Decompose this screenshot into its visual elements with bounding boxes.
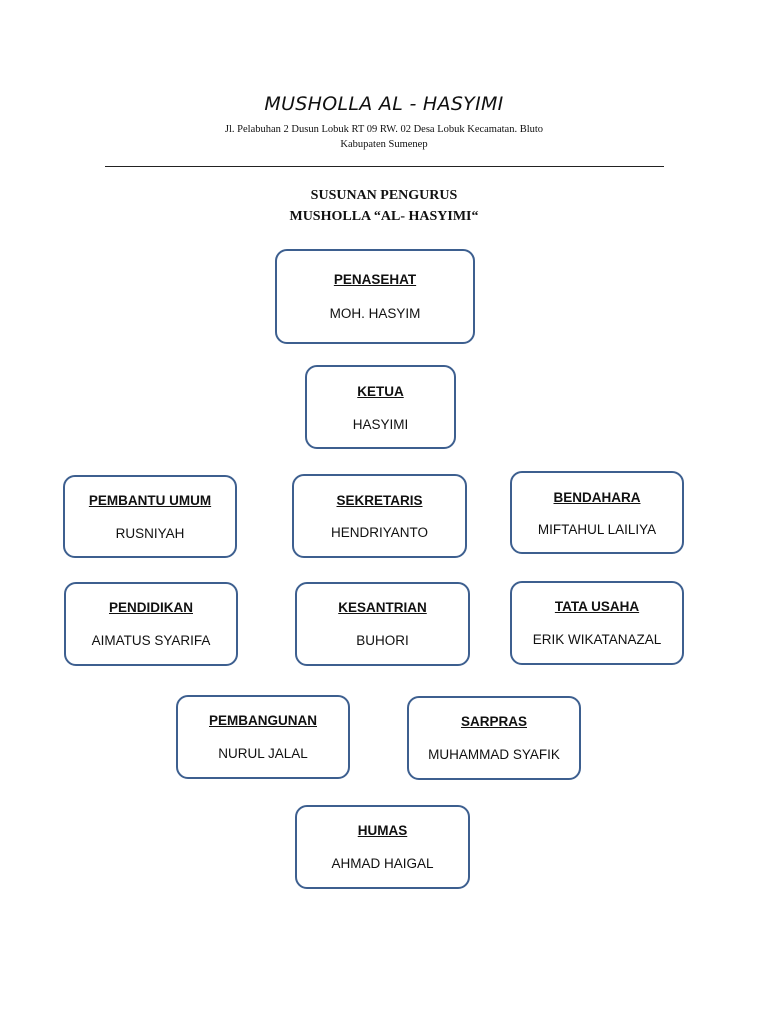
role-label-kesantrian: KESANTRIAN bbox=[338, 600, 427, 615]
box-bendahara: BENDAHARA MIFTAHUL LAILIYA bbox=[510, 471, 684, 554]
role-label-pembangunan: PEMBANGUNAN bbox=[209, 713, 317, 728]
box-tata-usaha: TATA USAHA ERIK WIKATANAZAL bbox=[510, 581, 684, 665]
document-title-line-2: MUSHOLLA “AL- HASYIMI“ bbox=[289, 209, 479, 224]
address-line-1: Jl. Pelabuhan 2 Dusun Lobuk RT 09 RW. 02… bbox=[224, 124, 544, 135]
box-pembangunan: PEMBANGUNAN NURUL JALAL bbox=[176, 695, 350, 779]
person-name-sekretaris: HENDRIYANTO bbox=[330, 525, 428, 540]
person-name-ketua: HASYIMI bbox=[352, 417, 409, 432]
role-label-ketua: KETUA bbox=[357, 384, 404, 399]
box-pembantu-umum: PEMBANTU UMUM RUSNIYAH bbox=[63, 475, 237, 558]
role-label-pendidikan: PENDIDIKAN bbox=[108, 600, 193, 615]
person-name-humas: AHMAD HAIGAL bbox=[331, 856, 434, 871]
person-name-pembantu-umum: RUSNIYAH bbox=[115, 526, 185, 541]
box-pendidikan: PENDIDIKAN AIMATUS SYARIFA bbox=[64, 582, 238, 666]
person-name-pembangunan: NURUL JALAL bbox=[218, 746, 308, 761]
person-name-pendidikan: AIMATUS SYARIFA bbox=[91, 633, 211, 648]
role-label-tata-usaha: TATA USAHA bbox=[554, 599, 640, 614]
person-name-bendahara: MIFTAHUL LAILIYA bbox=[537, 522, 657, 537]
person-name-penasehat: MOH. HASYIM bbox=[329, 306, 421, 321]
organization-address: Jl. Pelabuhan 2 Dusun Lobuk RT 09 RW. 02… bbox=[184, 122, 584, 152]
document-title-line-1: SUSUNAN PENGURUS bbox=[310, 188, 458, 203]
address-line-2: Kabupaten Sumenep bbox=[340, 139, 428, 150]
box-humas: HUMAS AHMAD HAIGAL bbox=[295, 805, 470, 889]
person-name-sarpras: MUHAMMAD SYAFIK bbox=[428, 747, 560, 762]
role-label-penasehat: PENASEHAT bbox=[333, 272, 417, 287]
box-ketua: KETUA HASYIMI bbox=[305, 365, 456, 449]
role-label-pembantu-umum: PEMBANTU UMUM bbox=[88, 493, 212, 508]
box-kesantrian: KESANTRIAN BUHORI bbox=[295, 582, 470, 666]
role-label-bendahara: BENDAHARA bbox=[553, 490, 641, 505]
person-name-kesantrian: BUHORI bbox=[356, 633, 409, 648]
organization-title: MUSHOLLA AL - HASYIMI bbox=[264, 93, 504, 115]
role-label-sarpras: SARPRAS bbox=[460, 714, 527, 729]
box-sekretaris: SEKRETARIS HENDRIYANTO bbox=[292, 474, 467, 558]
role-label-humas: HUMAS bbox=[357, 823, 408, 838]
person-name-tata-usaha: ERIK WIKATANAZAL bbox=[532, 632, 662, 647]
box-penasehat: PENASEHAT MOH. HASYIM bbox=[275, 249, 475, 344]
box-sarpras: SARPRAS MUHAMMAD SYAFIK bbox=[407, 696, 581, 780]
header-divider bbox=[105, 166, 664, 167]
role-label-sekretaris: SEKRETARIS bbox=[336, 493, 423, 508]
